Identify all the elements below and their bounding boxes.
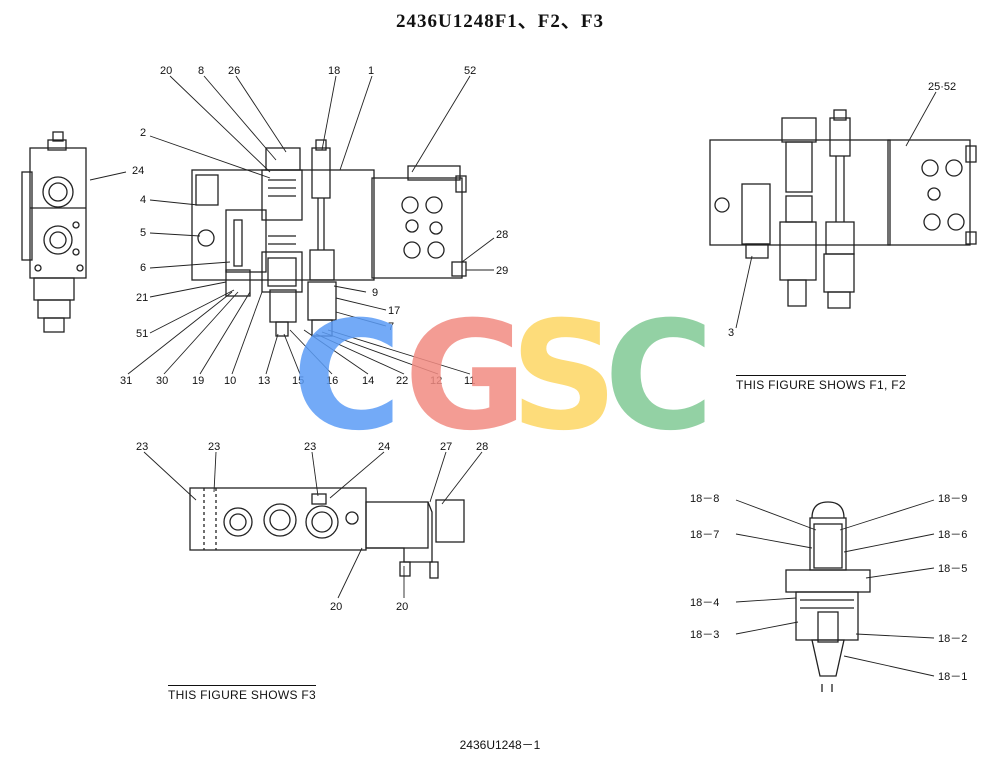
callout-label: 18－2	[938, 633, 967, 645]
callout-label: 14	[362, 375, 374, 387]
main-section-drawing	[191, 139, 467, 337]
watermark-letter: C	[604, 290, 715, 464]
callout-label: 18－7	[690, 529, 719, 541]
f3-view-drawing	[189, 487, 465, 579]
fitting-detail-drawing	[785, 501, 871, 692]
callout-label: 13	[258, 375, 270, 387]
callout-label: 18－6	[938, 529, 967, 541]
watermark-letter: C	[292, 290, 403, 464]
callout-label: 18－9	[938, 493, 967, 505]
caption-f1f2: THIS FIGURE SHOWS F1, F2	[736, 375, 906, 392]
callout-label: 30	[156, 375, 168, 387]
callout-label: 22	[396, 375, 408, 387]
callout-label: 5	[140, 227, 146, 239]
callout-label: 10	[224, 375, 236, 387]
callout-label: 15	[292, 375, 304, 387]
f1f2-view-drawing	[709, 109, 977, 309]
main-callouts: 20 8 26 18 1 52 2 4 5 6 21 51 31 30 19 1…	[120, 65, 508, 387]
caption-text: THIS FIGURE SHOWS F3	[168, 688, 317, 702]
callout-label: 24	[132, 165, 144, 177]
callout-label: 12	[430, 375, 442, 387]
callout-label: 51	[136, 328, 148, 340]
callout-label: 20	[330, 601, 342, 613]
callout-label: 29	[496, 265, 508, 277]
callout-label: 26	[228, 65, 240, 77]
callout-label: 23	[304, 441, 316, 453]
callout-label: 1	[368, 65, 374, 77]
callout-label: 27	[440, 441, 452, 453]
callout-label: 23	[136, 441, 148, 453]
callout-label: 28	[476, 441, 488, 453]
callout-label: 3	[728, 327, 734, 339]
caption-text: THIS FIGURE SHOWS F1, F2	[736, 378, 906, 392]
drawing-title: 2436U1248F1、F2、F3	[395, 11, 605, 32]
callout-label: 21	[136, 292, 148, 304]
callout-label: 23	[208, 441, 220, 453]
callout-label: 4	[140, 194, 146, 206]
callout-label: 52	[464, 65, 476, 77]
callout-label: 18－1	[938, 671, 967, 683]
callout-label: 24	[378, 441, 390, 453]
callout-label: 9	[372, 287, 378, 299]
callout-label: 2	[140, 127, 146, 139]
callout-label: 18－4	[690, 597, 719, 609]
callout-label: 18－8	[690, 493, 719, 505]
callout-label: 18－3	[690, 629, 719, 641]
callout-label: 20	[396, 601, 408, 613]
callout-label: 31	[120, 375, 132, 387]
watermark-letter: G	[404, 290, 528, 464]
callout-label: 28	[496, 229, 508, 241]
callout-label: 11	[464, 375, 475, 387]
side-view-drawing	[21, 131, 127, 333]
caption-f3: THIS FIGURE SHOWS F3	[168, 685, 317, 702]
callout-label: 18	[328, 65, 340, 77]
callout-label: 20	[160, 65, 172, 77]
callout-label: 25·52	[928, 81, 956, 93]
callout-label: 19	[192, 375, 204, 387]
callout-label: 16	[326, 375, 338, 387]
callout-label: 6	[140, 262, 146, 274]
callout-label: 18－5	[938, 563, 967, 575]
watermark-letter: S	[510, 290, 619, 464]
callout-label: 7	[388, 321, 394, 333]
drawing-number: 2436U1248－1	[459, 738, 541, 752]
callout-label: 17	[388, 305, 400, 317]
main-leader-lines	[127, 75, 495, 375]
callout-label: 8	[198, 65, 204, 77]
